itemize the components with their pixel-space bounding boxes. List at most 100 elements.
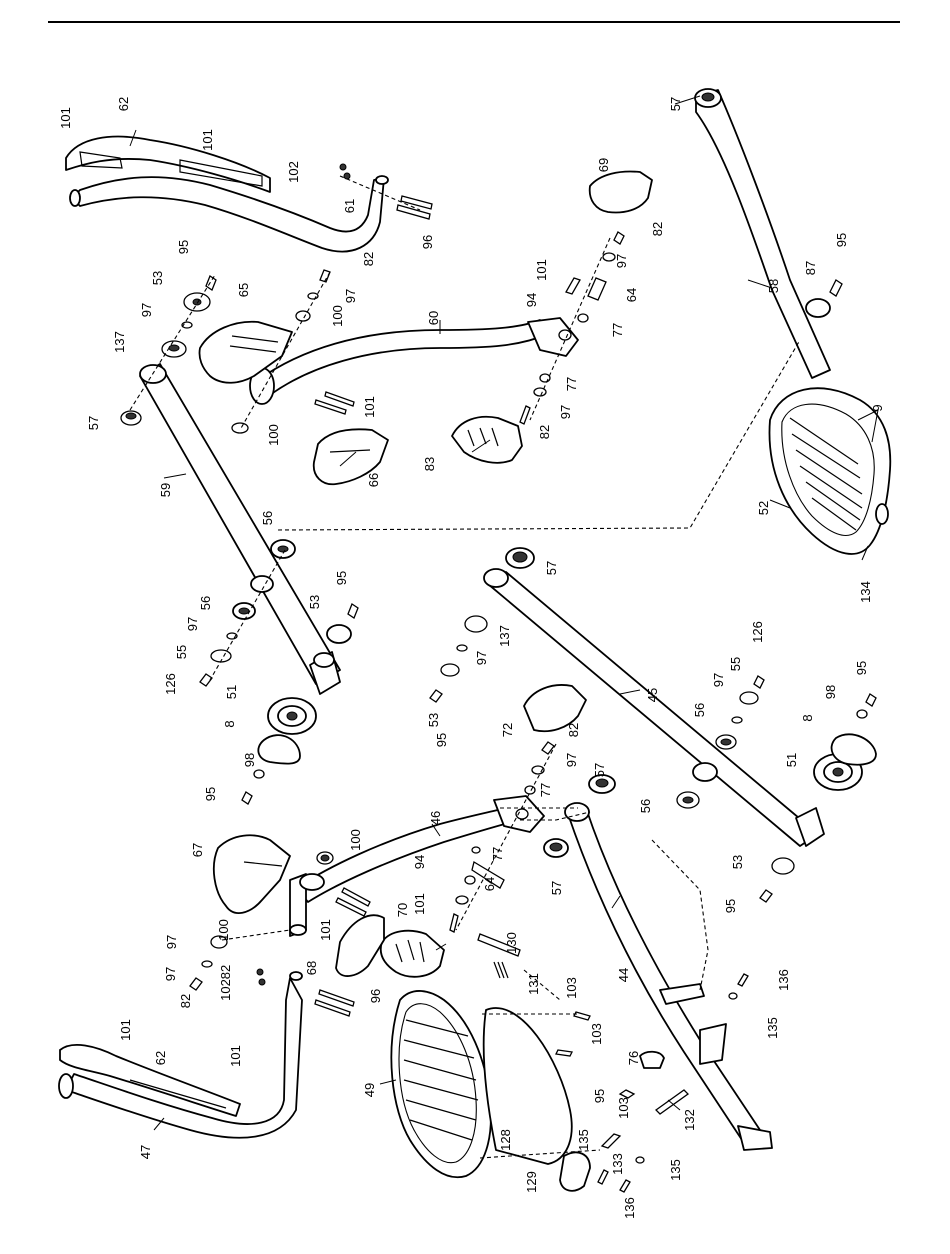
right-pedal-52 xyxy=(768,387,892,555)
callout-49: 49 xyxy=(362,1083,377,1097)
callout-136: 136 xyxy=(776,969,791,991)
callout-53: 53 xyxy=(426,713,441,727)
callout-101: 101 xyxy=(118,1019,133,1041)
callout-98: 98 xyxy=(242,753,257,767)
callout-77: 77 xyxy=(610,323,625,337)
cover-70 xyxy=(379,929,445,978)
callout-77: 77 xyxy=(538,783,553,797)
callout-9: 9 xyxy=(870,404,885,411)
callout-95: 95 xyxy=(723,899,738,913)
callout-51: 51 xyxy=(224,685,239,699)
callout-97: 97 xyxy=(185,617,200,631)
callout-101: 101 xyxy=(58,107,73,129)
bolts-96-top xyxy=(339,163,433,220)
leader-lines xyxy=(129,95,879,1131)
callout-57: 57 xyxy=(592,763,607,777)
pedal-hardware xyxy=(479,973,749,1193)
callout-130: 130 xyxy=(504,932,519,954)
callout-96: 96 xyxy=(368,989,383,1003)
callout-82: 82 xyxy=(537,425,552,439)
cover-72 xyxy=(523,684,587,733)
callout-95: 95 xyxy=(176,240,191,254)
callout-51: 51 xyxy=(784,753,799,767)
cover-68 xyxy=(335,914,385,977)
front-leg-44 xyxy=(543,774,773,1151)
callout-68: 68 xyxy=(304,961,319,975)
callout-labels: 1016210110261965769829764779410195539713… xyxy=(58,97,885,1219)
cover-69 xyxy=(588,170,653,214)
callout-67: 67 xyxy=(190,843,205,857)
callout-53: 53 xyxy=(730,855,745,869)
callout-94: 94 xyxy=(412,855,427,869)
callout-95: 95 xyxy=(854,661,869,675)
lower-handlebar-47 xyxy=(58,968,355,1139)
callout-59: 59 xyxy=(158,483,173,497)
callout-97: 97 xyxy=(474,651,489,665)
callout-82: 82 xyxy=(178,994,193,1008)
pins-130-131 xyxy=(477,933,521,979)
callout-58: 58 xyxy=(766,279,781,293)
rear-leg-58 xyxy=(694,88,843,379)
callout-95: 95 xyxy=(834,233,849,247)
callout-101: 101 xyxy=(412,893,427,915)
callout-132: 132 xyxy=(682,1109,697,1131)
callout-65: 65 xyxy=(236,283,251,297)
callout-97: 97 xyxy=(558,405,573,419)
callout-55: 55 xyxy=(728,657,743,671)
callout-96: 96 xyxy=(420,235,435,249)
callout-97: 97 xyxy=(614,254,629,268)
upper-arm-59 xyxy=(139,363,341,695)
cover-67 xyxy=(212,834,291,914)
callout-97: 97 xyxy=(711,673,726,687)
callout-100: 100 xyxy=(348,829,363,851)
arm-45-hardware xyxy=(429,615,795,903)
callout-82: 82 xyxy=(218,965,233,979)
callout-101: 101 xyxy=(228,1045,243,1067)
callout-131: 131 xyxy=(526,973,541,995)
callout-97: 97 xyxy=(139,303,154,317)
callout-77: 77 xyxy=(564,377,579,391)
callout-8: 8 xyxy=(800,714,815,721)
dashed-connectors xyxy=(277,339,801,1001)
callout-57: 57 xyxy=(549,881,564,895)
callout-57: 57 xyxy=(544,561,559,575)
callout-97: 97 xyxy=(163,967,178,981)
callout-82: 82 xyxy=(361,252,376,266)
callout-64: 64 xyxy=(482,877,497,891)
callout-103: 103 xyxy=(616,1097,631,1119)
left-wheel-51 xyxy=(241,697,317,805)
callout-60: 60 xyxy=(426,311,441,325)
callout-97: 97 xyxy=(343,289,358,303)
callout-61: 61 xyxy=(342,199,357,213)
callout-66: 66 xyxy=(366,473,381,487)
callout-69: 69 xyxy=(596,158,611,172)
callout-52: 52 xyxy=(756,501,771,515)
callout-129: 129 xyxy=(524,1171,539,1193)
callout-95: 95 xyxy=(203,787,218,801)
callout-137: 137 xyxy=(497,625,512,647)
callout-62: 62 xyxy=(116,97,131,111)
callout-57: 57 xyxy=(668,97,683,111)
callout-134: 134 xyxy=(858,581,873,603)
callout-95: 95 xyxy=(334,571,349,585)
callout-128: 128 xyxy=(498,1129,513,1151)
callout-46: 46 xyxy=(428,811,443,825)
callout-57: 57 xyxy=(86,416,101,430)
callout-82: 82 xyxy=(566,723,581,737)
callout-100: 100 xyxy=(216,919,231,941)
left-pedal-49 xyxy=(390,990,573,1179)
cover-83 xyxy=(451,415,523,464)
callout-100: 100 xyxy=(266,424,281,446)
callout-126: 126 xyxy=(163,673,178,695)
callout-100: 100 xyxy=(330,305,345,327)
callout-76: 76 xyxy=(626,1051,641,1065)
cover-65 xyxy=(198,320,293,384)
callout-64: 64 xyxy=(624,288,639,302)
callout-137: 137 xyxy=(112,331,127,353)
callout-95: 95 xyxy=(592,1089,607,1103)
callout-72: 72 xyxy=(500,723,515,737)
callout-56: 56 xyxy=(638,799,653,813)
callout-101: 101 xyxy=(534,259,549,281)
callout-97: 97 xyxy=(164,935,179,949)
